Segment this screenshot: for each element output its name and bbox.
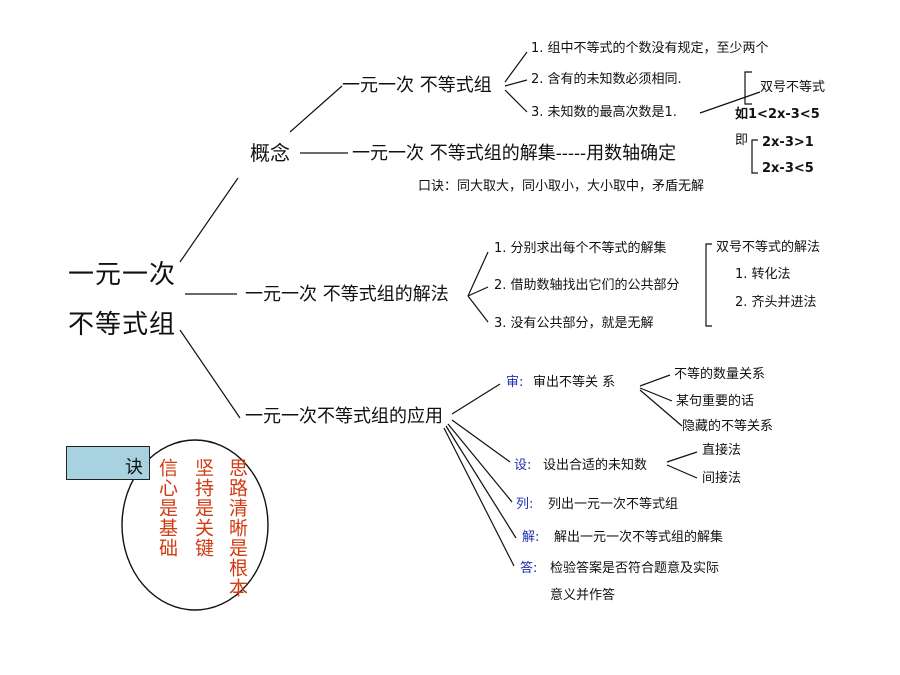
concept-item-3: 3. 未知数的最高次数是1. [531,105,677,120]
step-jie-key: 解: [522,530,540,545]
method-step-2: 2. 借助数轴找出它们的公共部分 [494,278,680,293]
step-da-text: 检验答案是否符合题意及实际 [550,561,720,576]
double-method-title: 双号不等式的解法 [716,240,821,255]
double-method-1: 1. 转化法 [735,267,791,282]
double-ineq-eq2: 2x-3<5 [762,161,814,176]
step-da-key: 答: [520,561,538,576]
shen-sub-3: 隐藏的不等关系 [682,419,774,434]
shen-sub-2: 某句重要的话 [676,394,755,409]
step-shen-text: 审出不等关 系 [533,375,616,390]
method-step-1: 1. 分别求出每个不等式的解集 [494,241,667,256]
shen-sub-1: 不等的数量关系 [674,367,766,382]
concept-item-1: 1. 组中不等式的个数没有规定，至少两个 [531,41,769,56]
double-ineq-eq1: 2x-3>1 [762,135,814,150]
application-label: 一元一次不等式组的应用 [245,406,443,427]
step-lie-key: 列: [516,497,534,512]
jue-column-2: 坚持是关键 [192,458,214,558]
double-ineq-ji: 即 [735,133,749,148]
double-ineq-title: 双号不等式 [760,80,826,95]
step-da-text2: 意义并作答 [550,588,616,603]
method-step-3: 3. 没有公共部分，就是无解 [494,316,654,331]
jue-badge: 诀 [66,446,150,480]
root-title-line1: 一元一次 [68,260,177,290]
concept-label: 概念 [250,141,290,165]
she-sub-1: 直接法 [702,443,742,458]
root-title-line2: 不等式组 [68,310,177,340]
double-ineq-example: 如1<2x-3<5 [735,107,820,122]
step-lie-text: 列出一元一次不等式组 [548,497,679,512]
double-method-2: 2. 齐头并进法 [735,295,817,310]
step-shen-key: 审: [506,375,524,390]
concept-item-2: 2. 含有的未知数必须相同. [531,72,682,87]
concept-group-label: 一元一次 不等式组 [342,75,492,96]
step-jie-text: 解出一元一次不等式组的解集 [554,530,724,545]
mnemonic-text: 口诀：同大取大，同小取小，大小取中，矛盾无解 [418,179,705,194]
jue-column-3: 信心是基础 [156,458,178,558]
step-she-text: 设出合适的未知数 [543,458,648,473]
step-she-key: 设: [514,458,532,473]
jue-badge-label: 诀 [125,457,143,478]
method-label: 一元一次 不等式组的解法 [245,284,449,305]
solution-set-label: 一元一次 不等式组的解集-----用数轴确定 [352,143,677,164]
she-sub-2: 间接法 [702,471,742,486]
jue-column-1: 思路清晰是根本 [226,458,248,598]
